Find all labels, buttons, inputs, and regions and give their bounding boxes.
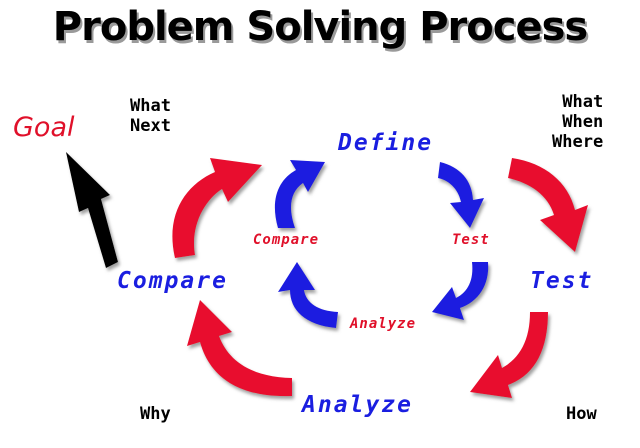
goal-arrow-icon bbox=[66, 152, 118, 268]
step-compare: Compare bbox=[117, 268, 228, 294]
outer-arrow-top-right-icon bbox=[508, 158, 588, 252]
what-next-label: What Next bbox=[130, 96, 171, 136]
inner-step-compare: Compare bbox=[253, 232, 320, 248]
inner-step-analyze: Analyze bbox=[350, 316, 417, 332]
step-analyze: Analyze bbox=[302, 392, 413, 418]
goal-label: Goal bbox=[13, 112, 75, 143]
inner-arrow-bottom-left-icon bbox=[278, 262, 338, 328]
step-define: Define bbox=[338, 130, 434, 156]
how-label: How bbox=[566, 404, 597, 424]
what-next-line-1: What bbox=[130, 96, 171, 116]
what-when-where-label: What When Where bbox=[552, 92, 603, 152]
what-when-where-line-3: Where bbox=[552, 132, 604, 152]
outer-arrow-bottom-right-icon bbox=[470, 312, 548, 398]
what-next-line-2: Next bbox=[130, 116, 171, 136]
outer-arrow-bottom-left-icon bbox=[187, 300, 292, 397]
why-label: Why bbox=[140, 404, 171, 424]
inner-arrow-bottom-right-icon bbox=[432, 262, 489, 320]
outer-arrow-top-left-icon bbox=[172, 158, 262, 258]
step-test: Test bbox=[530, 268, 594, 294]
page-title: Problem Solving Process bbox=[52, 4, 588, 50]
inner-arrow-top-left-icon bbox=[274, 160, 325, 228]
what-when-where-line-1: What bbox=[562, 92, 604, 112]
what-when-where-line-2: When bbox=[562, 112, 604, 132]
inner-step-test: Test bbox=[452, 232, 490, 248]
inner-arrow-top-right-icon bbox=[438, 162, 484, 228]
